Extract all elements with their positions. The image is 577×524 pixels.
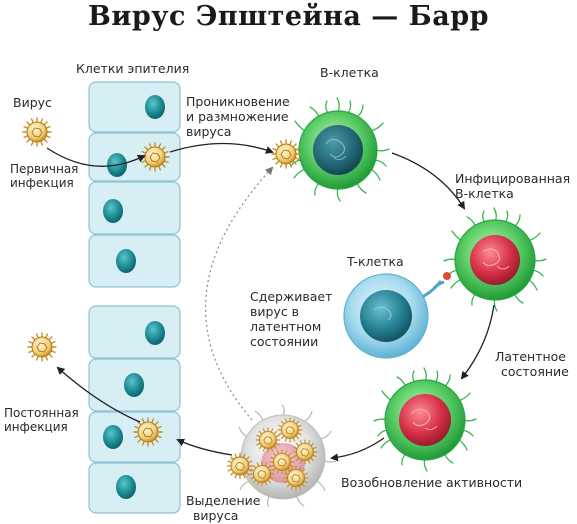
epithelium-upper xyxy=(88,81,181,288)
t-cell-receptor xyxy=(422,272,451,298)
label-infected-b-cell-2: B-клетка xyxy=(455,186,514,201)
label-t-cell-role-2: вирус в xyxy=(250,304,300,319)
label-latent-state-2: состояние xyxy=(501,364,569,379)
t-cell-icon xyxy=(343,273,429,359)
virus-icon xyxy=(27,332,57,362)
virus-in-cell-icon xyxy=(140,142,170,172)
epithelial-cell xyxy=(88,181,181,235)
label-penetration-3: вируса xyxy=(186,124,232,139)
label-primary-infection-1: Первичная xyxy=(10,162,79,176)
label-primary-infection-2: инфекция xyxy=(10,176,74,190)
epithelial-nucleus xyxy=(145,95,165,119)
label-t-cell-role-4: состоянии xyxy=(250,334,319,349)
label-t-cell-role-3: латентном xyxy=(250,319,322,334)
epithelial-nucleus xyxy=(116,249,136,273)
virus-icon xyxy=(22,117,52,147)
label-virus: Вирус xyxy=(13,95,52,110)
label-persistent-infection-2: инфекция xyxy=(4,420,68,434)
b-cell-icon xyxy=(286,97,390,202)
epithelial-nucleus xyxy=(124,373,144,397)
label-t-cell-role-1: Сдерживает xyxy=(250,289,333,304)
arrow-to-infected xyxy=(391,152,466,210)
virus-attaching-icon xyxy=(271,139,301,169)
label-reactivation: Возобновление активности xyxy=(341,475,523,490)
arrow-persistent-infection xyxy=(56,366,141,423)
label-b-cell: B-клетка xyxy=(320,65,379,80)
arrow-reactivation xyxy=(330,437,385,462)
latent-b-cell-icon xyxy=(373,367,477,472)
infected-b-cell-icon xyxy=(443,207,547,312)
label-penetration-2: и размножение xyxy=(186,109,289,124)
label-penetration-1: Проникновение xyxy=(186,94,290,109)
label-latent-state-1: Латентное xyxy=(495,349,566,364)
virus-in-cell-icon xyxy=(133,417,163,447)
label-epithelial-cells: Клетки эпителия xyxy=(76,61,190,76)
epithelial-nucleus xyxy=(103,425,123,449)
label-persistent-infection-1: Постоянная xyxy=(4,406,79,420)
epithelial-nucleus xyxy=(103,199,123,223)
label-infected-b-cell-1: Инфицированная xyxy=(455,171,571,186)
epithelial-nucleus xyxy=(145,321,165,345)
label-virus-release-1: Выделение xyxy=(186,493,261,508)
page-title: Вирус Эпштейна — Барр xyxy=(88,1,489,32)
arrow-penetration xyxy=(169,142,274,154)
epithelial-nucleus xyxy=(116,475,136,499)
epithelial-cell xyxy=(88,305,181,359)
label-t-cell: T-клетка xyxy=(347,254,404,269)
epithelium-lower xyxy=(88,305,181,514)
arrow-primary-infection xyxy=(46,147,146,167)
epithelial-cell xyxy=(88,81,181,133)
label-virus-release-2: вируса xyxy=(193,508,239,523)
arrow-virus-release xyxy=(176,438,233,456)
arrow-to-latent xyxy=(460,304,495,380)
